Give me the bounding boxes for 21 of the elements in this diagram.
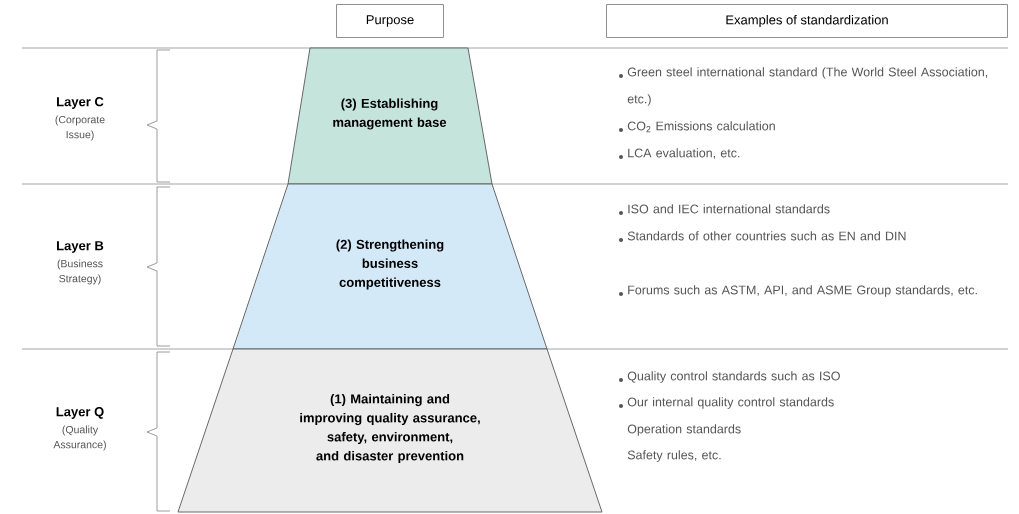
layer-subtitle: (Corporate Issue) xyxy=(55,115,105,141)
bullet-item: Our internal quality control standards xyxy=(619,397,834,409)
trapezoid-band: (2) Strengthening business competitiveness xyxy=(232,183,548,350)
header-box: Purpose xyxy=(336,4,444,38)
bullet-item: Forums such as ASTM, API, and ASME Group standards, etc. xyxy=(619,285,977,297)
layer-label: Layer C xyxy=(57,97,104,109)
bullet-item: Green steel international standard (The World Steel Association, etc.) xyxy=(619,67,988,106)
bullet-item: Standards of other countries such as EN and DIN xyxy=(619,231,906,242)
header-box: Examples of standardization xyxy=(606,4,1008,38)
trapezoid-band: (3) Establishing management base xyxy=(287,47,493,185)
trapezoid-band: (1) Maintaining and improving quality assurance, safety, environment, and disaster prevention xyxy=(177,348,603,513)
bullet-item: ISO and IEC international standards xyxy=(619,204,830,215)
layer-subtitle: (Business Strategy) xyxy=(57,259,103,285)
list-item: Operation standards xyxy=(627,424,741,436)
bullet-item: LCA evaluation, etc. xyxy=(619,148,740,159)
bullet-item: CO$_{2}$ Emissions calculation xyxy=(619,121,775,133)
layer-label: Layer B xyxy=(57,241,104,253)
layer-subtitle: (Quality Assurance) xyxy=(53,425,106,451)
bullet-item: Quality control standards such as ISO xyxy=(619,371,840,383)
list-item: Safety rules, etc. xyxy=(627,450,721,462)
layer-label: Layer Q xyxy=(56,407,104,419)
